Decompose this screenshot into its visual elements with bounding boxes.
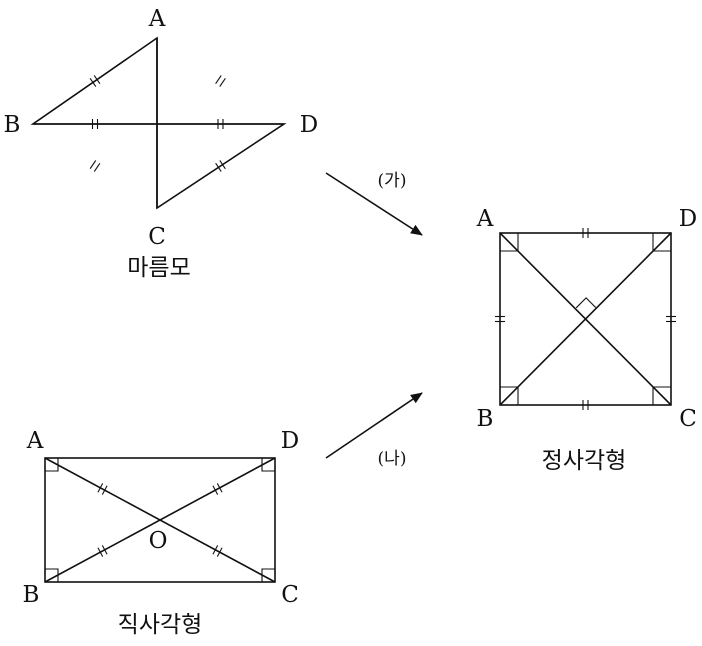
arrow-label-ga: (가) xyxy=(378,171,407,191)
square-figure: A D B C 정사각형 xyxy=(476,206,698,474)
equal-length-tick xyxy=(97,483,104,493)
equal-length-tick xyxy=(219,160,226,170)
equal-length-tick xyxy=(215,162,222,172)
rectangle-vertex-b: B xyxy=(23,582,40,608)
rhombus-vertex-b: B xyxy=(4,112,21,138)
right-angle-mark xyxy=(45,458,59,472)
arrow-label-na: (나) xyxy=(378,449,407,469)
equal-length-tick xyxy=(215,75,222,85)
square-equal-marks xyxy=(495,228,676,410)
equal-length-tick xyxy=(89,160,97,170)
rhombus-equal-marks xyxy=(89,75,226,172)
rectangle-equal-marks xyxy=(97,483,223,557)
rhombus-figure: A B D C 마름모 xyxy=(4,6,319,281)
rectangle-figure: A D B C O 직사각형 xyxy=(23,428,300,638)
square-vertex-b: B xyxy=(477,406,494,432)
square-caption: 정사각형 xyxy=(542,448,627,474)
corner-mark xyxy=(500,233,519,252)
rhombus-vertex-d: D xyxy=(300,112,318,138)
corner-mark xyxy=(652,386,671,405)
equal-length-tick xyxy=(97,547,104,557)
right-angle-mark xyxy=(45,568,59,582)
rectangle-right-angle-marks xyxy=(45,458,275,582)
equal-length-tick xyxy=(219,77,226,87)
rhombus-vertex-c: C xyxy=(148,224,166,250)
equal-length-tick xyxy=(89,78,97,87)
arrow-rectangle-to-square xyxy=(325,392,423,459)
center-right-angle-mark xyxy=(575,297,597,309)
square-vertex-c: C xyxy=(679,406,697,432)
corner-mark xyxy=(500,386,519,405)
rhombus-caption: 마름모 xyxy=(127,255,190,281)
equal-length-tick xyxy=(212,545,219,555)
equal-length-tick xyxy=(93,75,101,84)
right-angle-mark xyxy=(261,458,275,472)
equal-length-tick xyxy=(216,483,223,493)
square-diagonal-bd xyxy=(499,232,672,406)
rectangle-vertex-d: D xyxy=(281,428,299,454)
rectangle-outline xyxy=(44,457,276,583)
corner-mark xyxy=(652,233,671,252)
equal-length-tick xyxy=(212,485,219,495)
square-angle-marks xyxy=(500,233,671,405)
rhombus-vertex-a: A xyxy=(148,6,166,32)
rectangle-caption: 직사각형 xyxy=(118,612,203,638)
transform-arrows: (가) (나) xyxy=(325,171,423,469)
equal-length-tick xyxy=(93,162,101,172)
rhombus-outline xyxy=(30,36,287,210)
square-vertex-a: A xyxy=(476,206,494,232)
square-outline xyxy=(499,232,672,406)
rectangle-center-o: O xyxy=(149,528,168,554)
equal-length-tick xyxy=(216,547,223,557)
square-vertex-d: D xyxy=(679,206,697,232)
rectangle-diagonal-bd xyxy=(44,457,276,583)
arrow-rhombus-to-square xyxy=(325,172,423,236)
rectangle-vertex-c: C xyxy=(281,582,299,608)
equal-length-tick xyxy=(101,485,108,495)
rectangle-vertex-a: A xyxy=(26,428,44,454)
equal-length-tick xyxy=(101,545,108,555)
right-angle-mark xyxy=(261,568,275,582)
